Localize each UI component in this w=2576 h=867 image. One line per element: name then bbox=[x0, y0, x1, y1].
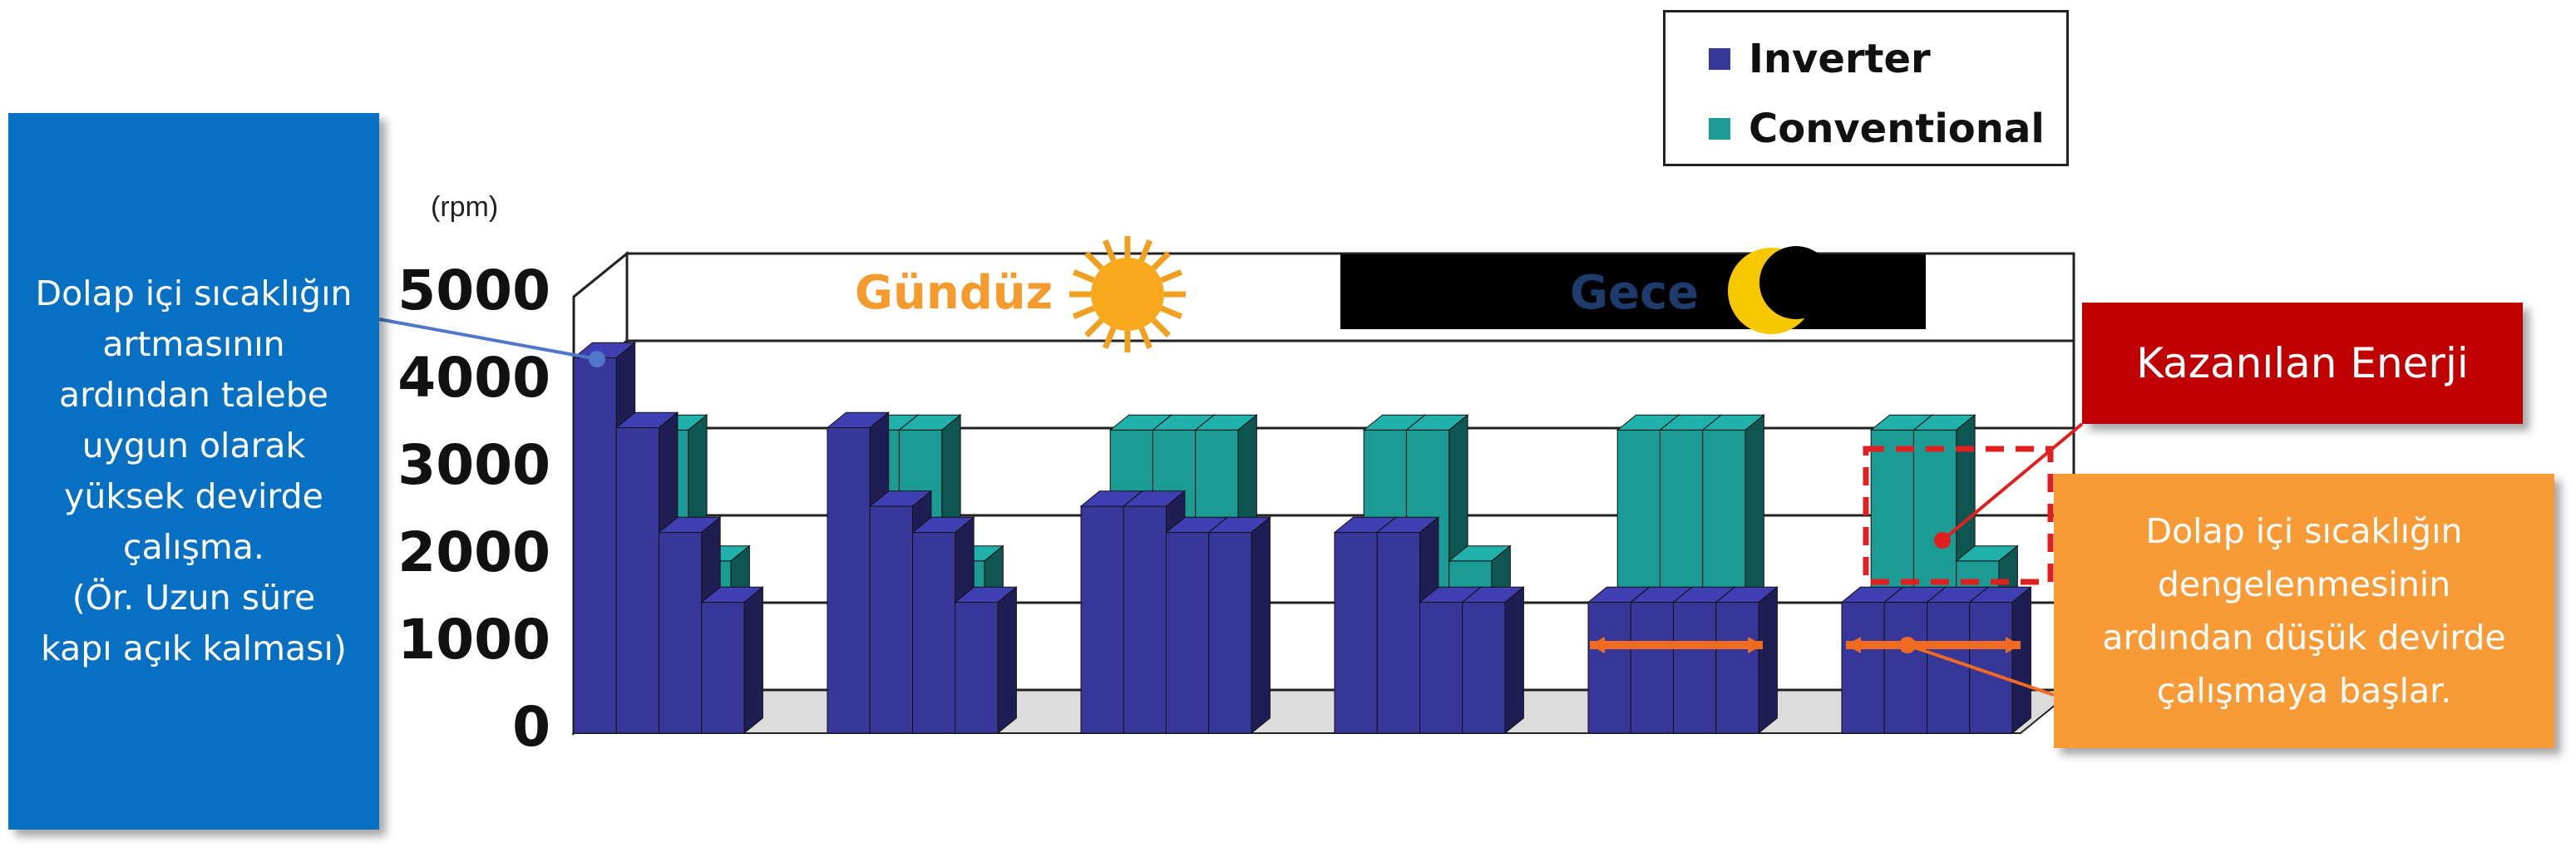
inverter-bar bbox=[1715, 586, 1779, 735]
y-tick-label: 0 bbox=[512, 695, 550, 759]
bar-front-face bbox=[1883, 602, 1927, 734]
night-label: Gece bbox=[1570, 266, 1700, 320]
bar-side-face bbox=[1251, 516, 1271, 735]
sun-ray bbox=[1151, 318, 1171, 337]
bar-front-face bbox=[1208, 532, 1252, 734]
annotation-line: çalışma. bbox=[123, 527, 264, 567]
inverter-bar bbox=[1968, 586, 2032, 735]
bar-front-face bbox=[1462, 602, 1506, 734]
y-tick-label: 5000 bbox=[397, 259, 550, 323]
y-tick-label: 4000 bbox=[397, 346, 550, 410]
bar-front-face bbox=[615, 427, 659, 734]
moon-shadow bbox=[1759, 246, 1833, 319]
bar-front-face bbox=[1166, 532, 1210, 734]
inverter-bar bbox=[700, 586, 764, 735]
bar-front-face bbox=[701, 602, 745, 734]
sun-ray bbox=[1072, 268, 1095, 283]
high-speed-connector bbox=[378, 318, 598, 361]
y-tick-label: 1000 bbox=[397, 608, 550, 672]
sun-ray bbox=[1138, 239, 1153, 262]
y-tick-label: 3000 bbox=[397, 433, 550, 497]
bar-front-face bbox=[1587, 602, 1631, 734]
sun-ray bbox=[1138, 327, 1153, 350]
annotation-line: artmasının bbox=[102, 324, 285, 364]
annotation-line: yüksek devirde bbox=[64, 476, 323, 516]
bar-front-face bbox=[1927, 602, 1971, 734]
legend-item-conventional: Conventional bbox=[1709, 106, 2045, 152]
bar-front-face bbox=[1123, 505, 1167, 734]
y-axis-unit: (rpm) bbox=[431, 191, 499, 223]
annotation-line: uygun olarak bbox=[81, 426, 306, 466]
moon-icon bbox=[1728, 246, 1833, 334]
arrow-head bbox=[2006, 637, 2021, 653]
legend-item-inverter: Inverter bbox=[1709, 36, 1931, 82]
annotation-line: çalışmaya başlar. bbox=[2156, 671, 2452, 711]
sun-icon bbox=[1069, 236, 1186, 352]
bar-front-face bbox=[573, 357, 617, 734]
sun-ray bbox=[1160, 305, 1183, 320]
chart-legend: Inverter Conventional bbox=[1663, 10, 2069, 166]
bar-front-face bbox=[1630, 602, 1674, 734]
bar-front-face bbox=[827, 427, 871, 734]
bar-front-face bbox=[912, 532, 956, 734]
saved-energy-connector bbox=[1941, 422, 2084, 542]
arrow-head bbox=[1590, 637, 1605, 653]
sun-ray bbox=[1102, 239, 1117, 262]
bar-front-face bbox=[1419, 602, 1463, 734]
inverter-bar bbox=[954, 586, 1018, 735]
low-speed-annotation: Dolap içi sıcaklığın dengelenmesinin ard… bbox=[2054, 474, 2554, 748]
sun-ray bbox=[1102, 327, 1117, 350]
low-speed-connector bbox=[1907, 643, 2055, 697]
saved-energy-frame bbox=[1863, 446, 2054, 585]
legend-swatch-conventional bbox=[1709, 118, 1730, 140]
bar-front-face bbox=[955, 602, 999, 734]
annotation-line: Dolap içi sıcaklığın bbox=[35, 273, 353, 313]
sun-ray bbox=[1084, 318, 1104, 337]
arrow-head bbox=[1748, 637, 1763, 653]
bar-front-face bbox=[1376, 532, 1420, 734]
inverter-bar bbox=[1207, 516, 1271, 735]
annotation-line: ardından talebe bbox=[59, 375, 328, 415]
sun-ray bbox=[1084, 251, 1104, 271]
sun-ray bbox=[1151, 251, 1171, 271]
bar-front-face bbox=[869, 505, 913, 734]
annotation-line: dengelenmesinin bbox=[2157, 564, 2451, 604]
connector-dot bbox=[1934, 532, 1951, 549]
high-speed-annotation: Dolap içi sıcaklığın artmasının ardından… bbox=[8, 113, 379, 830]
annotation-line: (Ör. Uzun süre bbox=[72, 578, 316, 618]
bar-front-face bbox=[1841, 602, 1885, 734]
arrow-head bbox=[1846, 637, 1861, 653]
bar-side-face bbox=[1504, 586, 1524, 735]
legend-label-inverter: Inverter bbox=[1749, 36, 1931, 82]
day-label: Gündüz bbox=[855, 266, 1054, 320]
saved-energy-callout: Kazanılan Enerji bbox=[2082, 303, 2523, 424]
sun-disc bbox=[1091, 258, 1164, 331]
bar-side-face bbox=[1758, 586, 1778, 735]
inverter-bar bbox=[1461, 586, 1525, 735]
annotation-line: kapı açık kalması) bbox=[41, 628, 347, 668]
saved-energy-label: Kazanılan Enerji bbox=[2136, 339, 2469, 387]
connector-dot bbox=[589, 351, 605, 367]
bar-side-face bbox=[997, 586, 1017, 735]
annotation-line: ardından düşük devirde bbox=[2102, 618, 2506, 658]
y-tick-label: 2000 bbox=[397, 520, 550, 584]
legend-label-conventional: Conventional bbox=[1749, 106, 2045, 152]
chart-overlays bbox=[378, 236, 2084, 697]
gridline bbox=[573, 252, 2074, 298]
bar-front-face bbox=[1080, 505, 1124, 734]
annotation-line: Dolap içi sıcaklığın bbox=[2145, 511, 2463, 551]
sun-ray bbox=[1160, 268, 1183, 283]
bar-front-face bbox=[1715, 602, 1759, 734]
bar-front-face bbox=[659, 532, 703, 734]
sun-ray bbox=[1072, 305, 1095, 320]
bar-front-face bbox=[1673, 602, 1717, 734]
bar-side-face bbox=[743, 586, 763, 735]
bar-front-face bbox=[1334, 532, 1378, 734]
bar-side-face bbox=[2011, 586, 2031, 735]
legend-swatch-inverter bbox=[1709, 48, 1730, 70]
chart-bars bbox=[572, 342, 2032, 735]
